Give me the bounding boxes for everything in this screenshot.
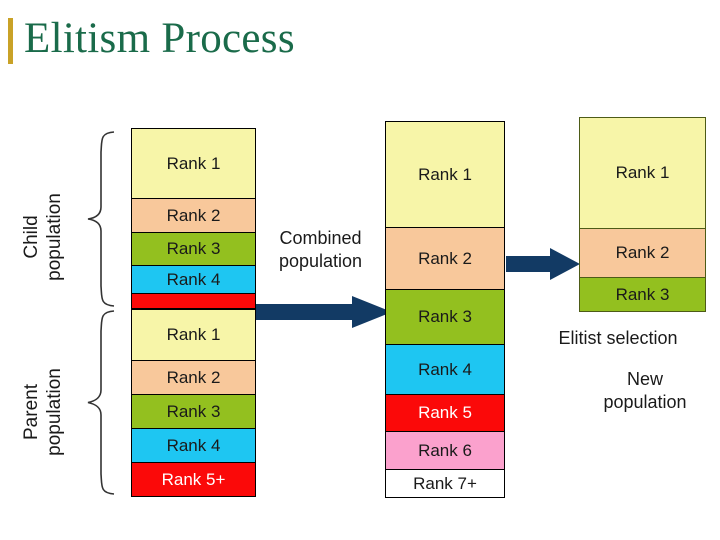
new-population-caption-line1: New — [626, 369, 663, 389]
combined-population-caption-line1: Combined — [279, 228, 362, 248]
elitist-selection-caption: Elitist selection — [558, 328, 678, 348]
parent-population-brace — [86, 309, 116, 496]
page-title: Elitism Process — [24, 15, 295, 62]
parent-population-column: Rank 1 Rank 2 Rank 3 Rank 4 Rank 5+ — [131, 309, 256, 497]
combined-segment-rank3[interactable]: Rank 3 — [386, 290, 504, 345]
child-population-label-line1: Child — [21, 215, 42, 259]
parent-segment-rank1[interactable]: Rank 1 — [132, 310, 255, 361]
child-segment-rank4[interactable]: Rank 4 — [132, 266, 255, 294]
child-segment-rank1[interactable]: Rank 1 — [132, 129, 255, 199]
new-population-column: Rank 1 Rank 2 Rank 3 — [579, 117, 706, 312]
combine-arrow — [256, 296, 392, 328]
combined-segment-rank6[interactable]: Rank 6 — [386, 432, 504, 470]
parent-segment-rank5plus[interactable]: Rank 5+ — [132, 463, 255, 496]
combined-population-column: Rank 1 Rank 2 Rank 3 Rank 4 Rank 5 Rank … — [385, 121, 505, 498]
elitist-selection-arrow — [506, 248, 580, 280]
title-accent-bar — [8, 18, 13, 64]
child-segment-remainder[interactable] — [132, 294, 255, 308]
new-segment-rank1[interactable]: Rank 1 — [580, 118, 705, 229]
child-population-column: Rank 1 Rank 2 Rank 3 Rank 4 — [131, 128, 256, 309]
new-segment-rank3[interactable]: Rank 3 — [580, 278, 705, 311]
new-segment-rank2[interactable]: Rank 2 — [580, 229, 705, 278]
combined-segment-rank7plus[interactable]: Rank 7+ — [386, 470, 504, 497]
combined-population-caption-line2: population — [278, 251, 363, 271]
parent-segment-rank3[interactable]: Rank 3 — [132, 395, 255, 429]
combined-segment-rank1[interactable]: Rank 1 — [386, 122, 504, 228]
child-population-label: Child population — [20, 177, 66, 297]
child-segment-rank2[interactable]: Rank 2 — [132, 199, 255, 233]
new-population-caption: New population — [565, 368, 720, 414]
combined-population-caption: Combined population — [258, 227, 383, 273]
parent-population-label-line1: Parent — [21, 384, 42, 440]
combined-segment-rank2[interactable]: Rank 2 — [386, 228, 504, 290]
child-population-brace — [86, 130, 116, 308]
parent-segment-rank2[interactable]: Rank 2 — [132, 361, 255, 395]
combined-segment-rank5[interactable]: Rank 5 — [386, 395, 504, 432]
parent-segment-rank4[interactable]: Rank 4 — [132, 429, 255, 463]
child-population-label-line2: population — [44, 193, 65, 281]
parent-population-label-line2: population — [44, 368, 65, 456]
new-population-caption-line2: population — [603, 392, 687, 412]
parent-population-label: Parent population — [20, 352, 66, 472]
child-segment-rank3[interactable]: Rank 3 — [132, 233, 255, 266]
combined-segment-rank4[interactable]: Rank 4 — [386, 345, 504, 395]
